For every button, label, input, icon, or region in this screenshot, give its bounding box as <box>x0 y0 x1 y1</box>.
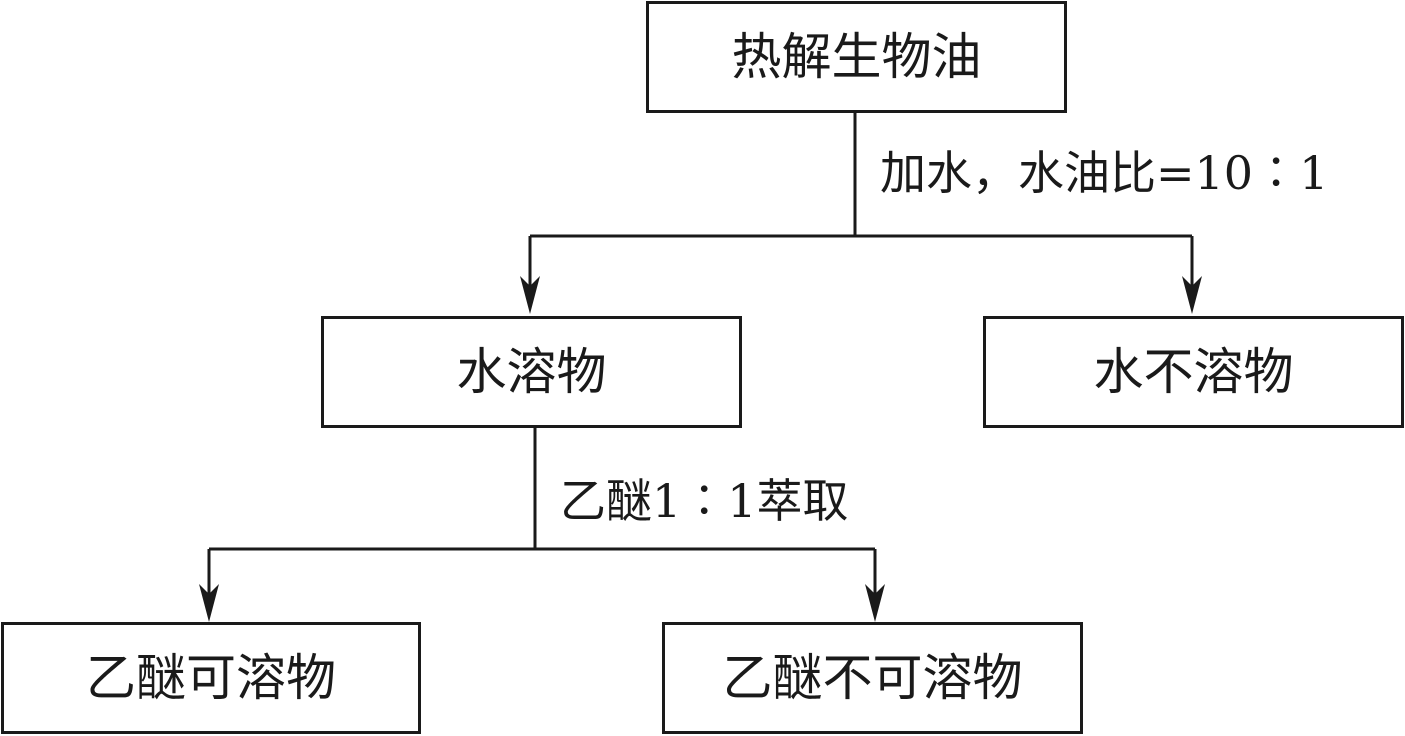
arrow-head-ether-insoluble <box>865 584 885 622</box>
edge-label-add-water: 加水，水油比=10∶1 <box>880 146 1329 200</box>
node-pyrolysis-bio-oil: 热解生物油 <box>646 1 1067 113</box>
arrow-head-water-soluble <box>520 276 540 314</box>
node-water-insoluble: 水不溶物 <box>983 316 1404 428</box>
edge-label-ether-extraction: 乙醚1∶1萃取 <box>560 474 849 528</box>
node-ether-soluble: 乙醚可溶物 <box>1 622 421 734</box>
arrow-head-ether-soluble <box>199 584 219 622</box>
node-water-soluble: 水溶物 <box>321 316 742 428</box>
arrow-head-water-insoluble <box>1182 276 1202 314</box>
node-ether-insoluble: 乙醚不可溶物 <box>662 622 1083 734</box>
